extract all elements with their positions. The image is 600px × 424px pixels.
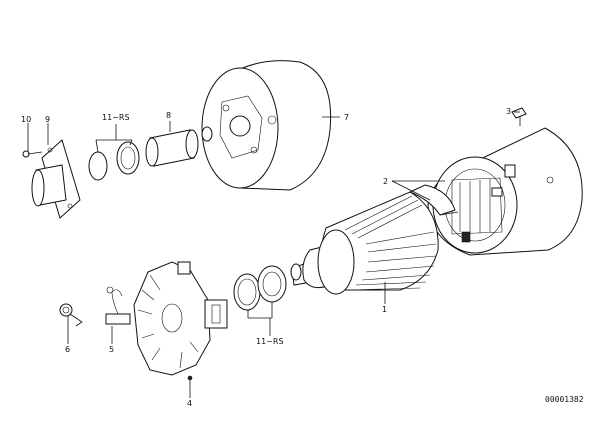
- brush-plate-4: [133, 261, 228, 381]
- cap-9: [31, 139, 81, 219]
- leader-lines: [27, 111, 520, 398]
- label-9: 9: [45, 115, 50, 124]
- rings-11-rs-top: [88, 141, 140, 181]
- rings-11-rs-bottom: [233, 265, 287, 311]
- bushing-8: [145, 129, 199, 167]
- screw-10: [22, 150, 43, 158]
- spring-6: [59, 303, 83, 327]
- label-11-rs-top: 11−RS: [102, 113, 130, 122]
- label-10: 10: [21, 115, 31, 124]
- stator-housing: [427, 127, 583, 256]
- brush-5: [105, 286, 131, 325]
- label-1: 1: [382, 305, 387, 314]
- label-5: 5: [109, 345, 114, 354]
- label-2: 2: [383, 177, 388, 186]
- label-3: 3: [506, 107, 511, 116]
- armature: [290, 184, 459, 295]
- screw-3: [511, 107, 527, 126]
- label-11-rs-bottom: 11−RS: [256, 337, 284, 346]
- document-number: 00001382: [545, 395, 584, 404]
- label-7: 7: [344, 113, 349, 122]
- end-cover-7: [201, 60, 332, 191]
- label-6: 6: [65, 345, 70, 354]
- label-4: 4: [187, 399, 192, 408]
- label-8: 8: [166, 111, 171, 120]
